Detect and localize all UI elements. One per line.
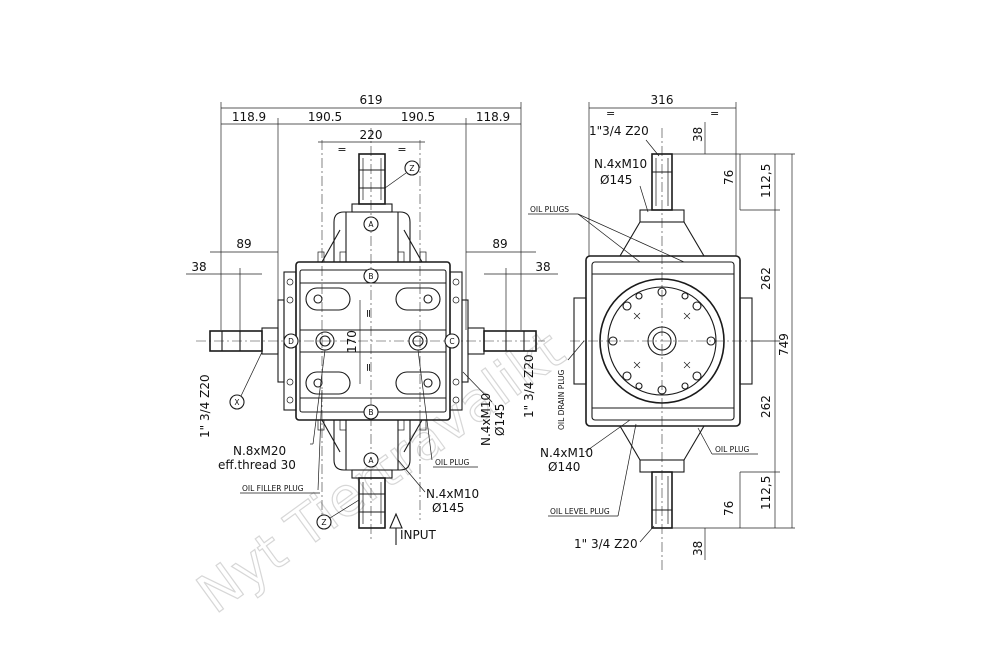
spline-right: 1" 3/4 Z20 <box>522 354 536 418</box>
dim-76-bottom: 76 <box>722 501 736 516</box>
svg-text:A: A <box>368 456 374 465</box>
callout-a-top: A <box>363 216 379 232</box>
dim-118-left: 118.9 <box>232 110 266 124</box>
dim-316: 316 <box>651 93 674 107</box>
label-dia145-front-right: Ø145 <box>493 404 507 436</box>
label-dia145-side-top: Ø145 <box>600 173 632 187</box>
svg-text:A: A <box>368 220 374 229</box>
label-oil-plugs: OIL PLUGS <box>530 205 569 214</box>
label-n4-front-right: N.4xM10 <box>479 393 493 446</box>
dim-76-top: 76 <box>722 170 736 185</box>
svg-text:B: B <box>368 272 373 281</box>
callout-c: C <box>444 333 460 349</box>
svg-text:=: = <box>397 143 406 156</box>
dim-170: 170 <box>345 330 359 353</box>
top-shaft <box>358 153 386 205</box>
dim-118-right: 118.9 <box>476 110 510 124</box>
flange-holes <box>608 287 716 395</box>
svg-text:Z: Z <box>321 518 326 527</box>
callout-z-top: Z <box>404 160 420 176</box>
bottom-shaft <box>358 477 386 529</box>
dim-38-top: 38 <box>691 127 705 142</box>
label-n4-front-bottom: N.4xM10 <box>426 487 479 501</box>
callout-z-bottom: Z <box>316 514 332 530</box>
svg-text:Z: Z <box>409 164 414 173</box>
dim-112-top: 112,5 <box>759 164 773 198</box>
callout-b-top: B <box>363 268 379 284</box>
label-oil-plug-side: OIL PLUG <box>715 445 749 454</box>
callout-x: X <box>229 394 245 410</box>
dim-190-right: 190.5 <box>401 110 435 124</box>
dim-190-left: 190.5 <box>308 110 342 124</box>
label-oil-plug-front: OIL PLUG <box>435 458 469 467</box>
dim-89-left: 89 <box>236 237 251 251</box>
input-arrow <box>389 512 403 545</box>
dim-220: 220 <box>360 128 383 142</box>
left-shaft <box>209 330 263 352</box>
label-eff-thread: eff.thread 30 <box>218 458 296 472</box>
label-dia145-front-bottom: Ø145 <box>432 501 464 515</box>
dim-38-right: 38 <box>535 260 550 274</box>
svg-text:X: X <box>234 398 239 407</box>
label-oil-level: OIL LEVEL PLUG <box>550 507 610 516</box>
label-oil-filler: OIL FILLER PLUG <box>242 484 304 493</box>
dim-38-bottom: 38 <box>691 541 705 556</box>
flange-bolts-right <box>452 278 460 404</box>
right-shaft <box>483 330 537 352</box>
side-view: 316 = = 1"3/4 Z20 38 76 N.4xM10 Ø145 OIL… <box>528 93 795 570</box>
front-view: A B B A D C Z Z X 619 118.9 190.5 190.5 … <box>186 93 558 545</box>
side-top-shaft <box>651 153 673 211</box>
flange-crosses <box>633 312 691 369</box>
label-spline-side-bottom: 1" 3/4 Z20 <box>574 537 638 551</box>
dim-262-lower: 262 <box>759 395 773 418</box>
label-n4-side-bottom: N.4xM10 <box>540 446 593 460</box>
label-input: INPUT <box>400 528 437 542</box>
bottom-bolts <box>317 251 427 431</box>
svg-text:=: = <box>362 363 375 372</box>
label-n8-m20: N.8xM20 <box>233 444 286 458</box>
dim-38-left: 38 <box>191 260 206 274</box>
svg-text:C: C <box>449 337 454 346</box>
dim-619: 619 <box>360 93 383 107</box>
label-oil-drain: OIL DRAIN PLUG <box>557 369 566 430</box>
dim-89-right: 89 <box>492 237 507 251</box>
svg-text:=: = <box>606 107 615 120</box>
dim-112-bottom: 112,5 <box>759 476 773 510</box>
dim-262-upper: 262 <box>759 267 773 290</box>
svg-text:=: = <box>337 143 346 156</box>
output-flange <box>599 278 725 404</box>
label-n4-side-top: N.4xM10 <box>594 157 647 171</box>
svg-text:=: = <box>362 309 375 318</box>
label-dia140: Ø140 <box>548 460 580 474</box>
side-bottom-shaft <box>651 471 673 529</box>
svg-text:=: = <box>710 107 719 120</box>
svg-text:D: D <box>288 337 294 346</box>
dim-749: 749 <box>777 333 791 356</box>
svg-text:B: B <box>368 408 373 417</box>
spline-left: 1" 3/4 Z20 <box>198 374 212 438</box>
callout-a-bottom: A <box>363 452 379 468</box>
callout-b-bottom: B <box>363 404 379 420</box>
flange-bolts-left <box>286 278 294 404</box>
callout-d: D <box>283 333 299 349</box>
label-spline-side-top: 1"3/4 Z20 <box>589 124 649 138</box>
